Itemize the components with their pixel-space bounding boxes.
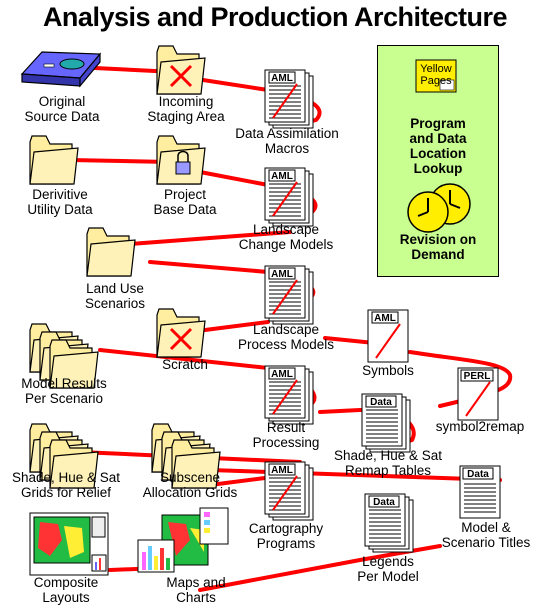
svg-text:Data: Data <box>467 469 489 480</box>
aml-doc-icon-symbols: AML <box>367 309 409 363</box>
perl-doc-icon: PERL <box>457 367 499 421</box>
label-scratch: Scratch <box>162 357 208 372</box>
svg-text:PERL: PERL <box>464 371 491 382</box>
folder-icon-project <box>156 135 206 185</box>
svg-text:AML: AML <box>271 269 293 280</box>
connector-derivitive-project <box>68 158 172 164</box>
data-doc-icon-remap: Data <box>361 393 411 453</box>
label-model-titles: Model &Scenario Titles <box>441 520 531 550</box>
page-title: Analysis and Production Architecture <box>42 2 508 32</box>
aml-doc-icon-5: AML <box>264 461 314 521</box>
svg-text:AML: AML <box>271 369 293 380</box>
aml-doc-icon-1: AML <box>264 69 314 129</box>
svg-text:Data: Data <box>373 497 395 508</box>
folder-icon-incoming <box>156 45 206 95</box>
connector-cart-maps <box>208 476 267 487</box>
svg-text:Data: Data <box>370 397 392 408</box>
svg-text:AML: AML <box>374 313 396 324</box>
connector-scratch-aml3 <box>203 320 270 332</box>
label-symbols: Symbols <box>362 363 414 378</box>
maps-charts-icon <box>137 507 229 573</box>
svg-text:AML: AML <box>271 73 293 84</box>
aml-doc-icon-2: AML <box>264 167 314 227</box>
aml-doc-icon-4: AML <box>264 365 314 425</box>
label-symbol2remap: symbol2remap <box>435 419 525 434</box>
folder-icon-scratch <box>156 308 206 358</box>
yellow-pages-icon <box>415 59 457 93</box>
svg-text:AML: AML <box>271 171 293 182</box>
disk-icon <box>20 51 102 88</box>
aml-doc-icon-3: AML <box>264 265 314 325</box>
composite-layout-icon <box>29 512 109 576</box>
connector-landuse-aml2 <box>128 230 292 246</box>
data-doc-icon-legends: Data <box>364 493 414 553</box>
data-doc-icon-titles: Data <box>459 465 501 519</box>
connector-symbols-perl <box>408 350 513 394</box>
connector-subscene-cart <box>208 468 502 482</box>
clock-icon <box>407 183 471 233</box>
svg-text:AML: AML <box>271 465 293 476</box>
